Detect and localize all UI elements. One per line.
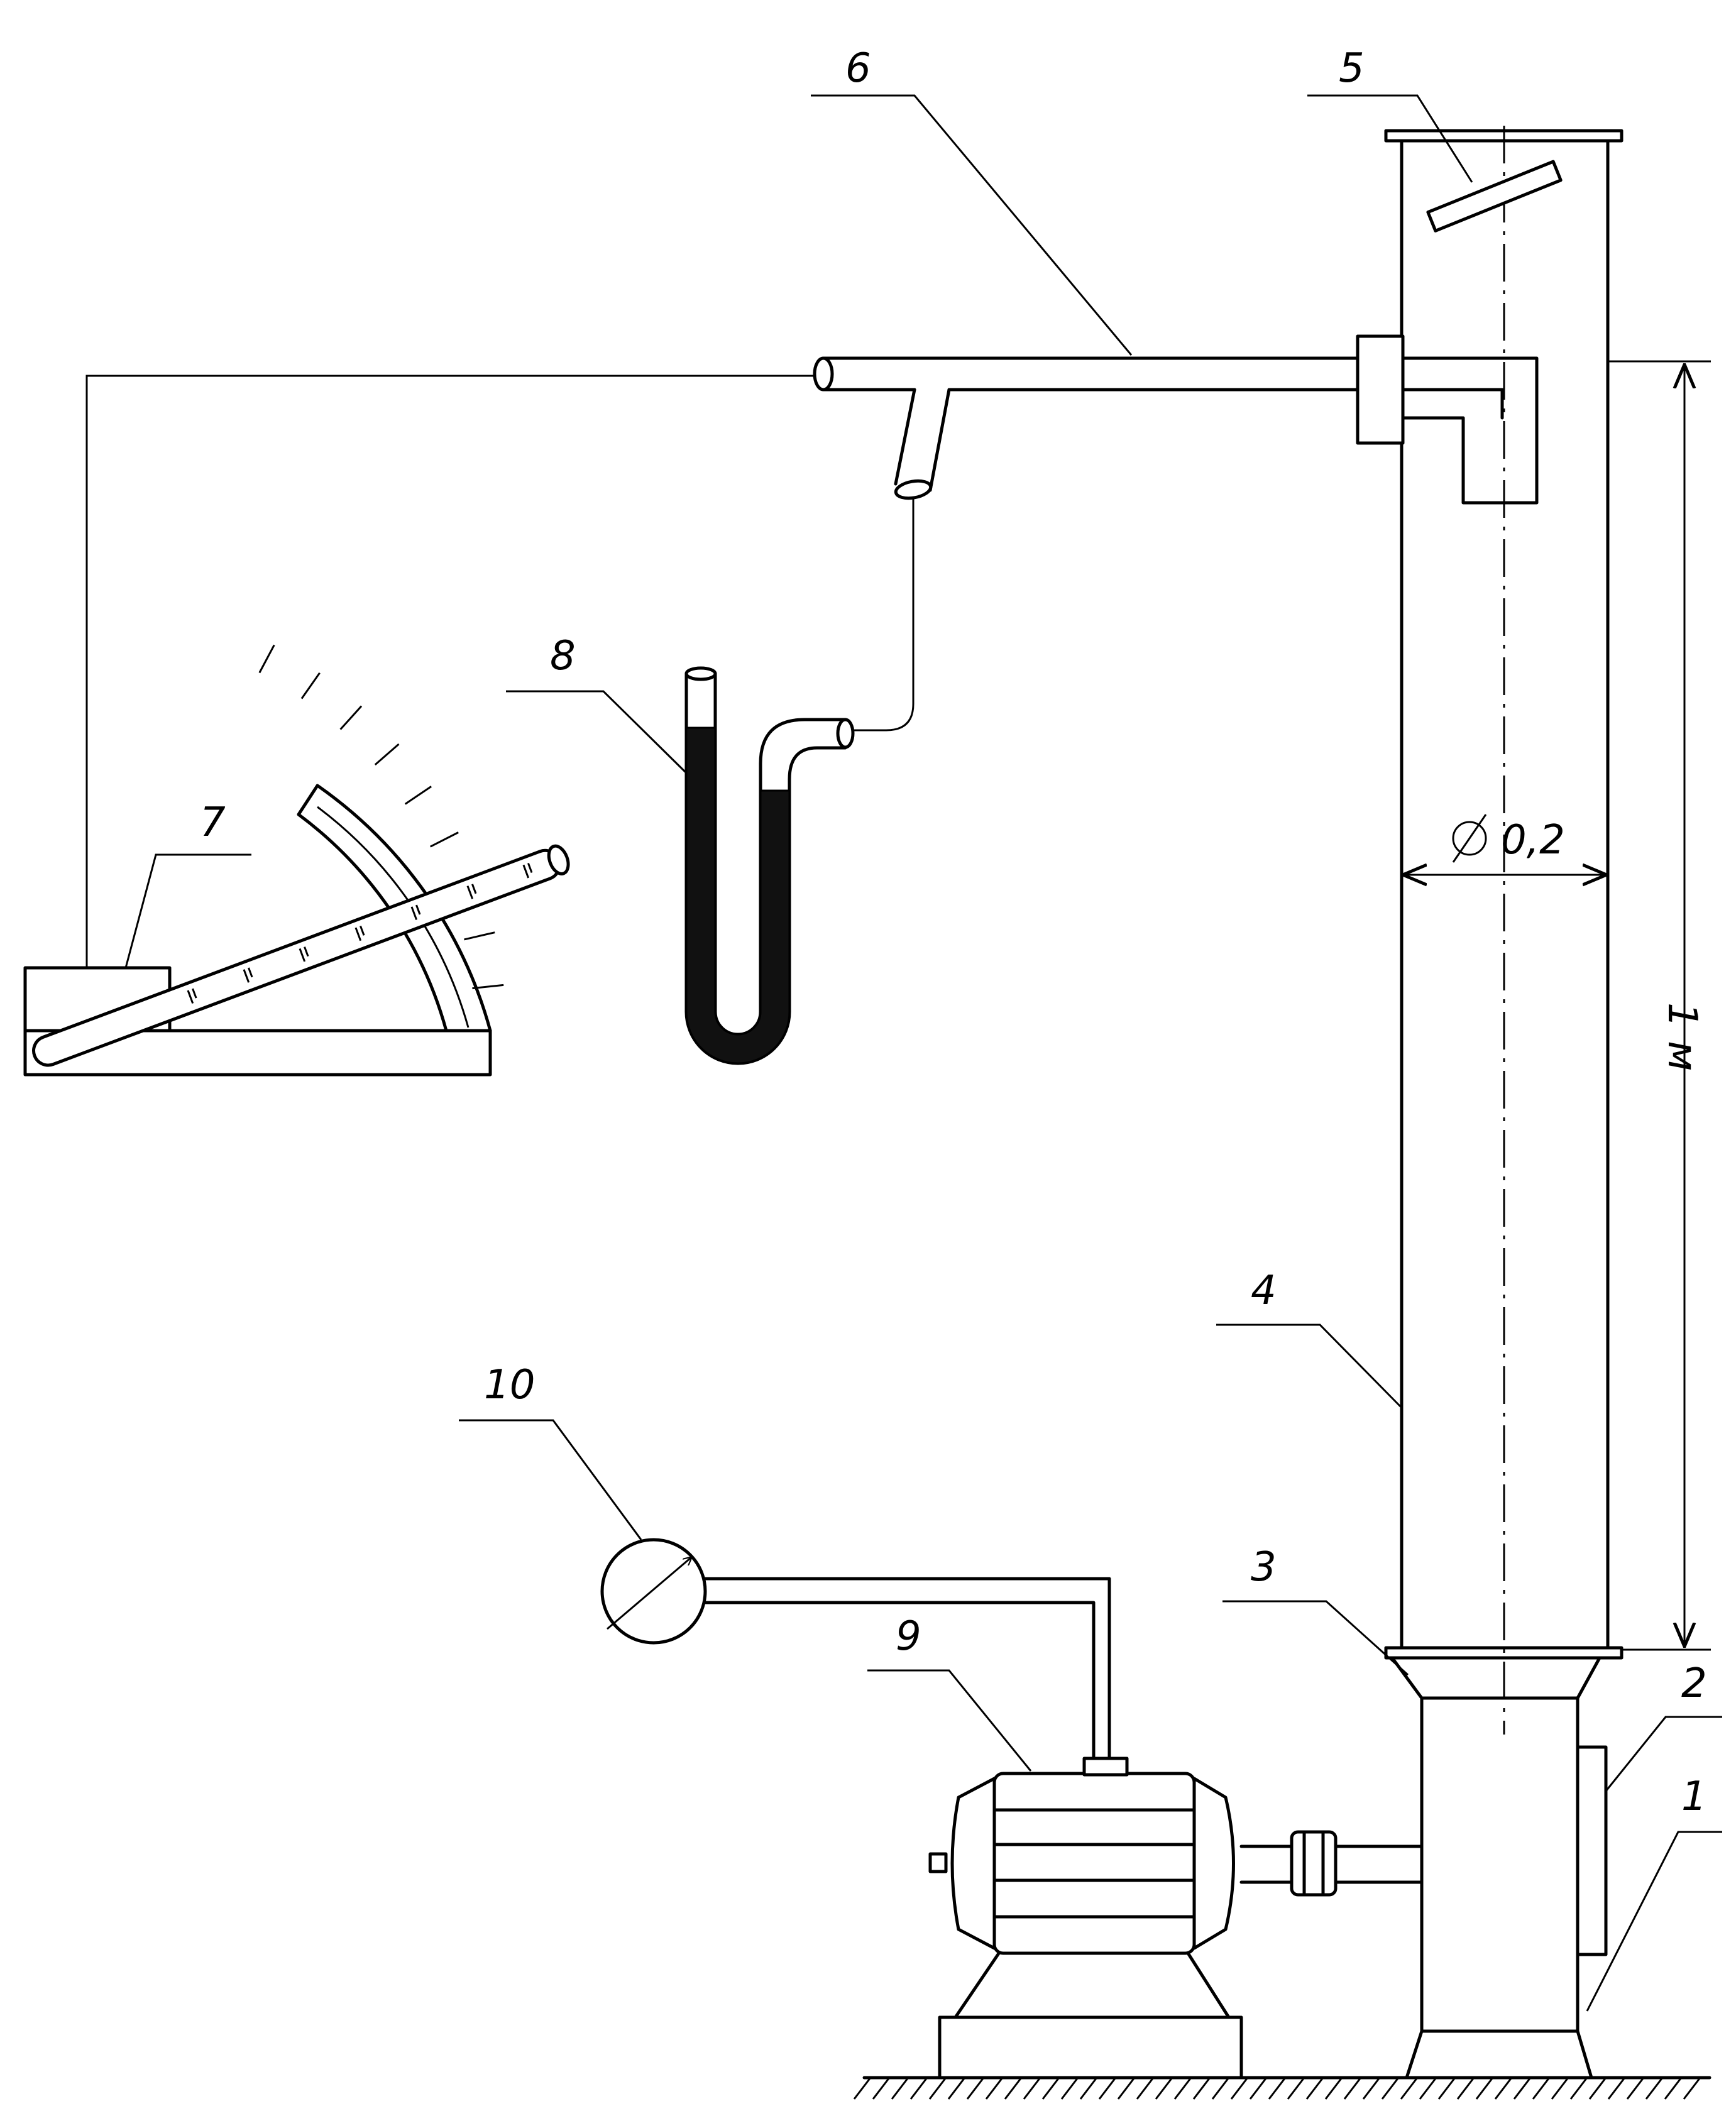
- connecting-tube-7: [85, 375, 815, 968]
- label-6: 6: [845, 45, 871, 92]
- label-2: 2: [1681, 1660, 1707, 1707]
- diameter-label: 0,2: [1501, 817, 1565, 863]
- label-7: 7: [200, 799, 226, 846]
- label-4: 4: [1251, 1268, 1277, 1314]
- height-label: 1 м: [1659, 1002, 1705, 1071]
- dimension-diameter: 0,2: [1403, 814, 1607, 875]
- damper-plate: [1426, 160, 1563, 233]
- label-3: 3: [1251, 1544, 1277, 1591]
- inclined-manometer: [23, 644, 570, 1077]
- motor: [928, 1757, 1424, 2080]
- column-pipe: [1384, 126, 1623, 1735]
- pitot-probe: [813, 334, 1539, 505]
- label-8: 8: [550, 633, 576, 679]
- diffuser-section: [1390, 1656, 1601, 2080]
- pressure-gauge: [600, 1538, 1111, 1760]
- label-1: 1: [1681, 1773, 1707, 1820]
- dimension-height: 1 м: [1608, 360, 1711, 1651]
- u-tube-manometer: [684, 666, 855, 1065]
- label-5: 5: [1339, 45, 1365, 92]
- side-box: [1576, 1745, 1608, 1956]
- leaders: 6 5 8 7 4 10 3 9 2 1: [124, 45, 1722, 2012]
- label-10: 10: [484, 1362, 535, 1408]
- connecting-tube-8: [850, 498, 915, 732]
- ground-hatching: [853, 2076, 1711, 2100]
- label-9: 9: [896, 1613, 921, 1660]
